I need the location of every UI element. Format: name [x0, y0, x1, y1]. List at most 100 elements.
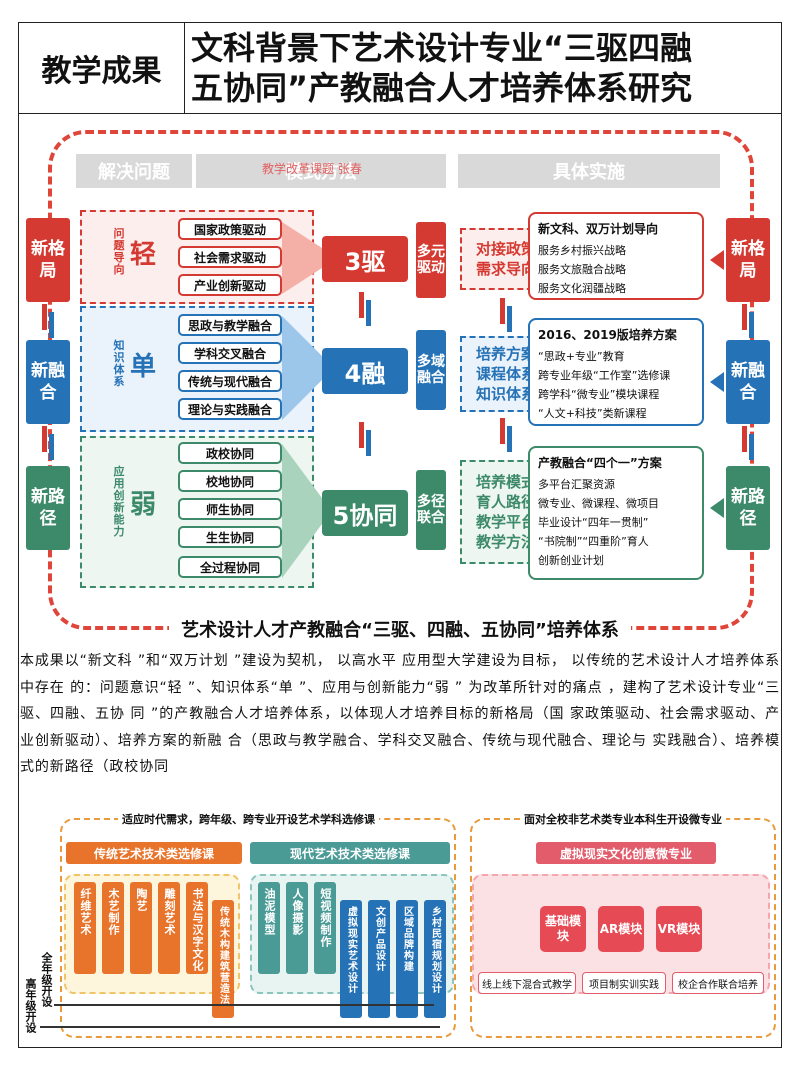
mode-3-drive: 3驱 [322, 236, 408, 282]
arrow-to-right-2 [710, 372, 724, 392]
arrow-to-right-1 [710, 250, 724, 270]
module-ar: AR模块 [598, 906, 644, 952]
arrow-to-right-3 [710, 498, 724, 518]
detail-synergy-title: 产教融合“四个一”方案 [538, 456, 662, 470]
course-vr-art: 虚拟现实艺术设计 [340, 900, 362, 1018]
pill-student-student: 生生协同 [178, 526, 282, 548]
col-head-problem: 解决问题 [76, 154, 192, 188]
course-carving: 雕刻艺术 [158, 882, 180, 974]
funnel-green [282, 444, 322, 578]
course-cultural: 文创产品设计 [368, 900, 390, 1018]
axis-line-all [54, 1004, 434, 1006]
course-homestay: 乡村民宿规划设计 [424, 900, 446, 1018]
focus-arrow-1 [499, 298, 513, 332]
detail-fusion-line: 跨学科“微专业”模块课程 [538, 388, 660, 401]
detail-synergy-line: 多平台汇聚资源 [538, 478, 615, 491]
pill-policy: 国家政策驱动 [178, 218, 282, 240]
mode-arrow-1 [358, 292, 372, 326]
focus-mode-2: 育人路径 [475, 493, 536, 511]
mid-multi-drive: 多元驱动 [416, 222, 446, 298]
pill-theory: 理论与实践融合 [178, 398, 282, 420]
pill-industry: 产业创新驱动 [178, 274, 282, 296]
pill-tradition: 传统与现代融合 [178, 370, 282, 392]
mid-multi-path: 多径联合 [416, 470, 446, 550]
focus-mode-3: 教学平台 [475, 513, 536, 531]
bottom-left-head: 适应时代需求，跨年级、跨专业开设艺术学科选修课 [118, 811, 379, 827]
pill-cross: 学科交叉融合 [178, 342, 282, 364]
focus-arrow-2 [499, 418, 513, 452]
pill-society: 社会需求驱动 [178, 246, 282, 268]
title-line-1: 文科背景下艺术设计专业“三驱四融 [191, 29, 693, 67]
right-arrow-1 [741, 304, 755, 338]
cat-vr-micro: 虚拟现实文化创意微专业 [536, 842, 716, 864]
course-pottery: 陶艺 [130, 882, 152, 974]
chip-project: 项目制实训实践 [582, 972, 666, 994]
cat-traditional: 传统艺术技术类选修课 [66, 842, 242, 864]
chip-enterprise: 校企合作联合培养 [672, 972, 764, 994]
detail-drive-title: 新文科、双万计划导向 [538, 222, 659, 236]
detail-synergy-line: 创新创业计划 [538, 554, 604, 567]
course-clay: 油泥模型 [258, 882, 280, 974]
mode-4-fusion: 4融 [322, 348, 408, 394]
section-label: 教学成果 [19, 23, 185, 113]
focus-mode-1: 培养模式 [475, 473, 536, 491]
diagram-caption-text: 艺术设计人才产教融合“三驱、四融、五协同”培养体系 [169, 620, 631, 641]
bottom-right-head: 面对全校非艺术类专业本科生开设微专业 [520, 811, 726, 827]
detail-fusion-title: 2016、2019版培养方案 [538, 328, 677, 342]
right-box-pattern: 新格局 [726, 218, 770, 302]
detail-drive-line: 服务文旅融合战略 [538, 263, 626, 276]
right-box-path: 新路径 [726, 466, 770, 550]
course-fiber: 纤维艺术 [74, 882, 96, 974]
left-box-pattern: 新格局 [26, 218, 70, 302]
problem-single-big: 单 [130, 351, 157, 382]
col-head-implement: 具体实施 [458, 154, 720, 188]
pill-ideology: 思政与教学融合 [178, 314, 282, 336]
page-title: 文科背景下艺术设计专业“三驱四融 五协同”产教融合人才培养体系研究 [185, 23, 781, 113]
axis-label-all: 全年级开设 [40, 952, 53, 1007]
course-brand: 区域品牌构建 [396, 900, 418, 1018]
right-arrow-2 [741, 426, 755, 460]
left-box-path: 新路径 [26, 466, 70, 550]
body-paragraph: 本成果以“新文科 ”和“双万计划 ”建设为契机， 以高水平 应用型大学建设为目标… [20, 653, 780, 775]
focus-plan-2: 课程体系 [475, 365, 536, 383]
course-shortvideo: 短视频制作 [314, 882, 336, 974]
module-vr: VR模块 [656, 906, 702, 952]
col-head-method: 模式方法 [196, 154, 446, 188]
problem-single: 知识体系 单 [112, 339, 157, 388]
left-arrow-1 [41, 304, 55, 338]
mode-5-synergy: 5协同 [322, 490, 408, 536]
problem-single-label: 知识体系 [113, 339, 125, 388]
axis-label-high: 高年级开设 [24, 978, 37, 1033]
problem-weak: 应用创新能力 弱 [112, 465, 157, 538]
left-box-fusion: 新融合 [26, 340, 70, 424]
course-portrait: 人像摄影 [286, 882, 308, 974]
problem-weak-big: 弱 [130, 489, 157, 520]
mode-arrow-2 [358, 422, 372, 456]
pill-teacher-student: 师生协同 [178, 498, 282, 520]
detail-fusion-line: 跨专业年级“工作室”选修课 [538, 369, 671, 382]
problem-light: 问题导向 轻 [112, 228, 157, 276]
course-wood: 木艺制作 [102, 882, 124, 974]
focus-mode-4: 教学方法 [475, 533, 536, 551]
title-line-2: 五协同”产教融合人才培养体系研究 [191, 69, 693, 107]
axis-line-high [40, 1026, 440, 1028]
chip-blended: 线上线下混合式教学 [478, 972, 576, 994]
funnel-blue [282, 316, 322, 420]
header-table: 教学成果 文科背景下艺术设计专业“三驱四融 五协同”产教融合人才培养体系研究 [18, 22, 782, 114]
detail-fusion: 2016、2019版培养方案 “思政+专业”教育 跨专业年级“工作室”选修课 跨… [528, 318, 704, 426]
course-calligraphy: 书法与汉字文化 [186, 882, 208, 974]
course-timber: 传统木构建筑营造法 [212, 900, 234, 1018]
module-basic: 基础模块 [540, 906, 586, 952]
pill-whole-process: 全过程协同 [178, 556, 282, 578]
detail-synergy-line: 毕业设计“四年一贯制” [538, 516, 649, 529]
diagram-caption: 艺术设计人才产教融合“三驱、四融、五协同”培养体系 [0, 616, 800, 642]
funnel-red [282, 222, 322, 294]
pill-gov-school: 政校协同 [178, 442, 282, 464]
mid-multi-fusion: 多域融合 [416, 330, 446, 410]
focus-policy-1: 对接政策 [475, 240, 536, 258]
problem-light-big: 轻 [130, 239, 157, 270]
detail-drive: 新文科、双万计划导向 服务乡村振兴战略 服务文旅融合战略 服务文化润疆战略 [528, 212, 704, 300]
detail-synergy-line: 微专业、微课程、微项目 [538, 497, 659, 510]
left-arrow-2 [41, 426, 55, 460]
problem-weak-label: 应用创新能力 [113, 465, 125, 538]
